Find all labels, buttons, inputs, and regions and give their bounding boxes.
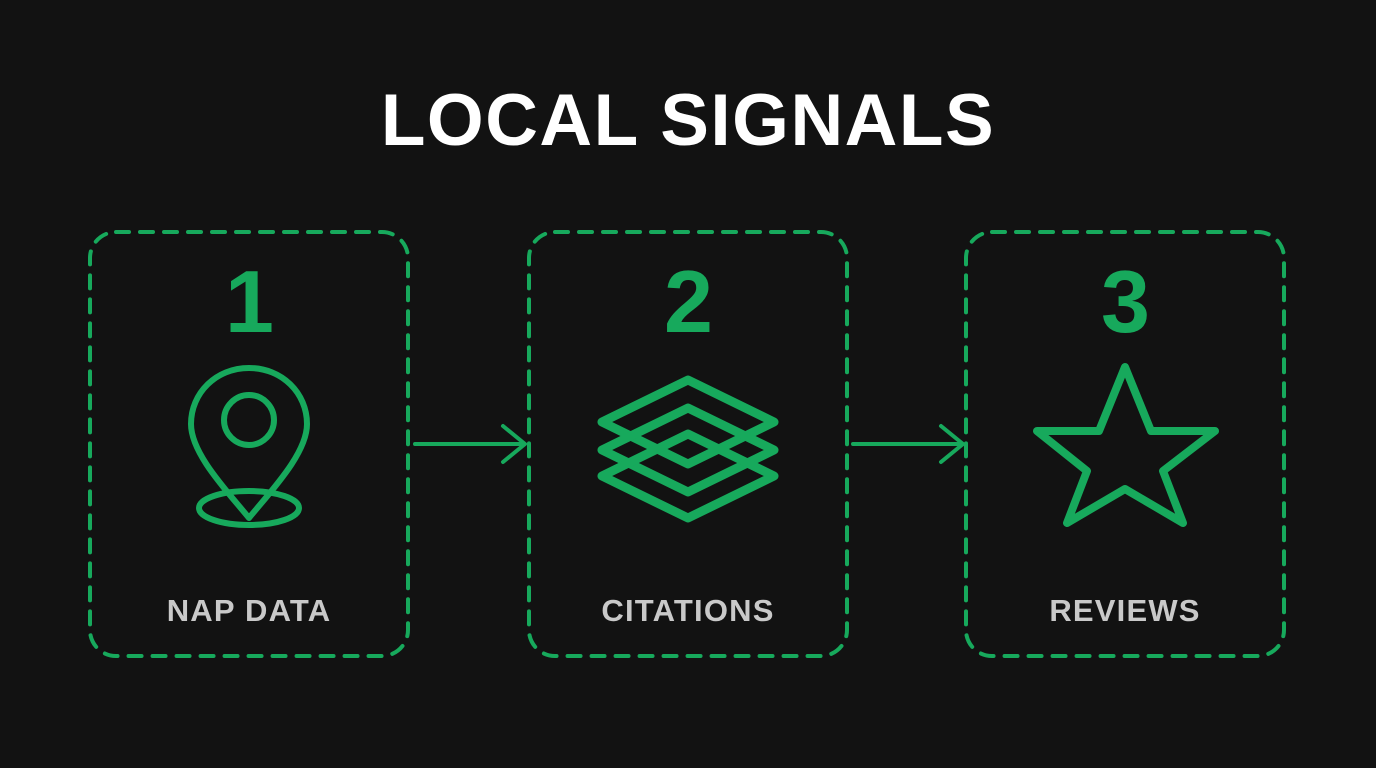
step-number: 2	[664, 252, 713, 351]
page-title: LOCAL SIGNALS	[380, 80, 996, 161]
map-pin-icon	[149, 356, 349, 532]
step-card-nap-data[interactable]: 1 NAP DATA	[88, 230, 410, 658]
step-label: CITATIONS	[601, 593, 775, 628]
step-label: NAP DATA	[166, 593, 332, 628]
step-card-citations[interactable]: 2 CITATIONS	[527, 230, 849, 658]
step-number: 1	[225, 252, 274, 351]
step-label: REVIEWS	[1049, 593, 1201, 628]
step-number: 3	[1101, 252, 1150, 351]
layers-icon	[588, 356, 788, 532]
star-icon	[1025, 356, 1225, 532]
arrow-right-icon	[413, 420, 533, 468]
step-card-reviews[interactable]: 3 REVIEWS	[964, 230, 1286, 658]
arrow-right-icon	[851, 420, 971, 468]
